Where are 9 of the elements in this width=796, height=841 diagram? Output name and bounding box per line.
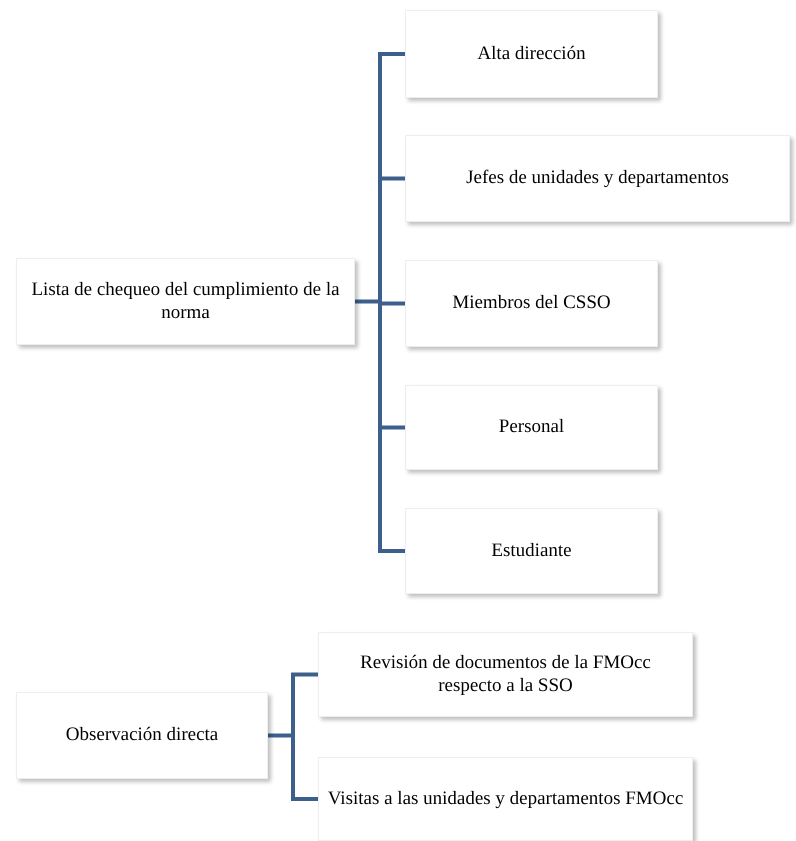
text-box: Personal bbox=[405, 385, 658, 470]
text-box: Jefes de unidades y departamentos bbox=[405, 135, 790, 222]
text-box: Revisión de documentos de la FMOcc respecto a la SSO bbox=[318, 632, 693, 717]
text-box: Visitas a las unidades y departamentos FMOcc bbox=[318, 757, 693, 841]
text-box: Miembros del CSSO bbox=[405, 260, 658, 347]
text-box: Alta dirección bbox=[405, 10, 658, 98]
text-box: Observación directa bbox=[16, 692, 268, 779]
text-box: Estudiante bbox=[405, 508, 658, 594]
text-box: Lista de chequeo del cumplimiento de la norma bbox=[16, 258, 355, 345]
